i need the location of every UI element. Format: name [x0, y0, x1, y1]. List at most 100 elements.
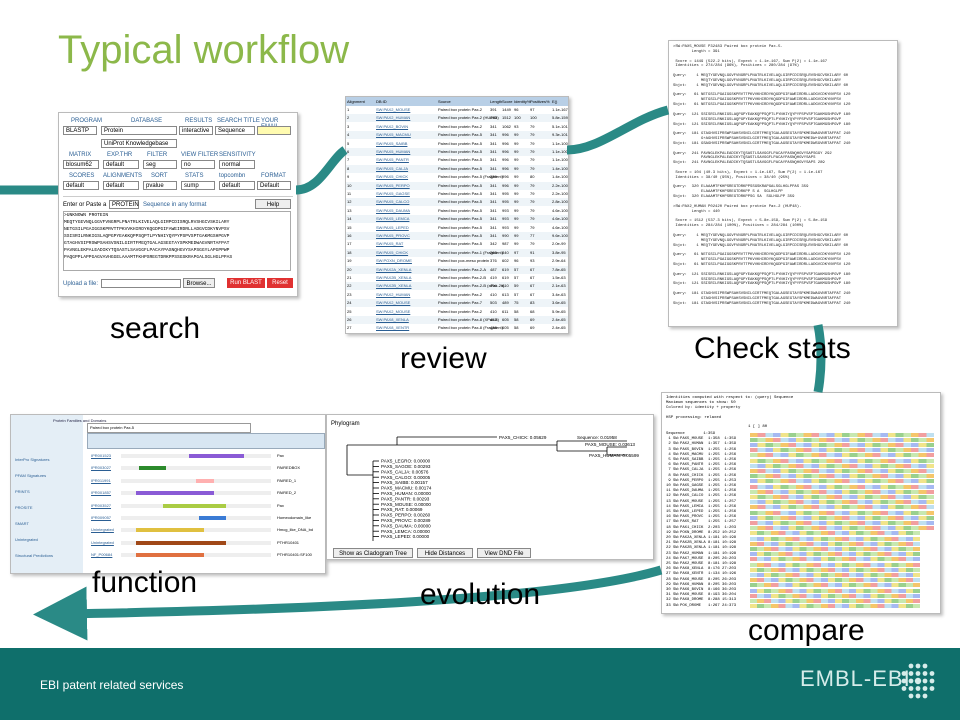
- database-select[interactable]: Protein: [101, 126, 177, 135]
- stats-select[interactable]: sump: [181, 181, 215, 190]
- signature-link[interactable]: NF_P00684: [91, 552, 113, 558]
- domain-bar[interactable]: [136, 491, 214, 496]
- entry-link[interactable]: SW:PAX5_RAT: [376, 241, 404, 247]
- sequence-textarea[interactable]: >UNKNOWN PROTEIN MEQTYGEVNQLGGVFVNGRPLPN…: [63, 211, 291, 271]
- entry-link[interactable]: SW:PAX5_PANTR: [376, 157, 409, 163]
- help-button[interactable]: Help: [255, 199, 291, 209]
- signature-link[interactable]: IPR003527: [91, 502, 112, 508]
- cladogram-button[interactable]: Show as Cladogram Tree: [333, 548, 413, 558]
- alignments-select[interactable]: default: [103, 181, 139, 190]
- entry-link[interactable]: SW:PAX5_DAUMA: [376, 207, 411, 213]
- signature-link[interactable]: IPR001523: [91, 453, 112, 458]
- entry-link[interactable]: SW:PAX5_LEMCA: [376, 216, 410, 222]
- domain-bar[interactable]: [188, 454, 244, 458]
- signature-link[interactable]: IPR001857: [91, 490, 112, 496]
- signature-link[interactable]: IPR011991: [91, 477, 111, 483]
- seq-type-select[interactable]: PROTEIN: [109, 200, 139, 209]
- domain-bar[interactable]: [136, 528, 204, 533]
- search-title-input[interactable]: Sequence: [215, 126, 255, 135]
- header-view-filter: VIEW FILTER: [181, 152, 219, 158]
- entry-link[interactable]: SW:PAX5_SAIBB: [376, 140, 408, 146]
- entry-link[interactable]: SW:PAX2_MOUSE: [376, 308, 411, 314]
- reset-button[interactable]: Reset: [267, 278, 293, 288]
- expthr-select[interactable]: default: [103, 160, 139, 169]
- entry-link[interactable]: SW:PAX5_CHICK: [376, 249, 409, 255]
- entry-link[interactable]: SW:PAX2_BOVIN: [376, 123, 409, 129]
- hide-distances-button[interactable]: Hide Distances: [417, 548, 473, 558]
- domain-bar[interactable]: [136, 540, 226, 545]
- browse-button[interactable]: Browse...: [183, 278, 215, 288]
- entry-link[interactable]: SW:PAX5_CALCO: [376, 199, 410, 205]
- view-filter-select[interactable]: no: [181, 160, 215, 169]
- view-dnd-button[interactable]: View DND File: [477, 548, 531, 558]
- entry-link[interactable]: SW:PAX5_PERPO: [376, 182, 410, 188]
- sort-select[interactable]: pvalue: [143, 181, 177, 190]
- entry-link[interactable]: SW:PAX2B_XENLA: [376, 275, 412, 280]
- scores-select[interactable]: default: [63, 181, 99, 190]
- entry-link[interactable]: SW:PAX5_GAGSE: [376, 191, 410, 196]
- entry-link[interactable]: SW:PAX5_HUMAN: [376, 149, 411, 154]
- program-select[interactable]: BLASTP: [63, 126, 97, 135]
- email-input[interactable]: [257, 126, 291, 135]
- domain-bar[interactable]: [163, 503, 226, 508]
- matrix-select[interactable]: blosum62: [63, 160, 99, 169]
- results-select[interactable]: interactive: [179, 126, 213, 135]
- entry-link[interactable]: SW:PAX2_HUMAN: [376, 115, 411, 121]
- sensitivity-select[interactable]: normal: [219, 160, 255, 169]
- signature-link[interactable]: Unintegrated: [91, 539, 114, 545]
- entry-link[interactable]: SW:PAX5_CALJA: [376, 165, 409, 171]
- signature-link[interactable]: IPR003027: [91, 465, 112, 471]
- topcombn-select[interactable]: default: [219, 181, 255, 190]
- database2-select[interactable]: UniProt Knowledgebase: [101, 139, 177, 148]
- entry-link[interactable]: SW:POXN_DROME: [376, 258, 412, 264]
- entry-link[interactable]: SW:PAX5_CHICK: [376, 174, 409, 180]
- entry-link[interactable]: SW:PAX2B_XENLA: [376, 283, 412, 289]
- signature-link[interactable]: Unintegrated: [91, 527, 114, 533]
- run-blast-button[interactable]: Run BLAST: [227, 278, 265, 288]
- domain-bar[interactable]: [196, 478, 214, 483]
- filter-select[interactable]: seg: [143, 160, 177, 169]
- entry-link[interactable]: SW:PAX2_HUMAN: [376, 291, 411, 297]
- signature-link[interactable]: IPR009057: [91, 515, 112, 520]
- domain-bar[interactable]: [199, 516, 226, 520]
- format-select[interactable]: Default: [257, 181, 291, 190]
- entry-link[interactable]: SW:PAX8_XENTR: [376, 325, 410, 331]
- entry-link[interactable]: SW:PAX2_MOUSE: [376, 107, 411, 112]
- entry-link[interactable]: SW:PAX5_MACMU: [376, 132, 411, 138]
- domain-bar[interactable]: [139, 466, 166, 471]
- entry-link[interactable]: SW:PAX2A_XENLA: [376, 266, 412, 272]
- upload-input[interactable]: [101, 279, 181, 288]
- domain-bar[interactable]: [136, 553, 204, 558]
- entry-link[interactable]: SW:PAX2_MOUSE: [376, 300, 411, 306]
- entry-link[interactable]: SW:PAX5_PROVC: [376, 233, 410, 238]
- entry-link[interactable]: SW:PAX8_XENLA: [376, 317, 409, 322]
- entry-link[interactable]: SW:PAX5_LEPED: [376, 224, 409, 230]
